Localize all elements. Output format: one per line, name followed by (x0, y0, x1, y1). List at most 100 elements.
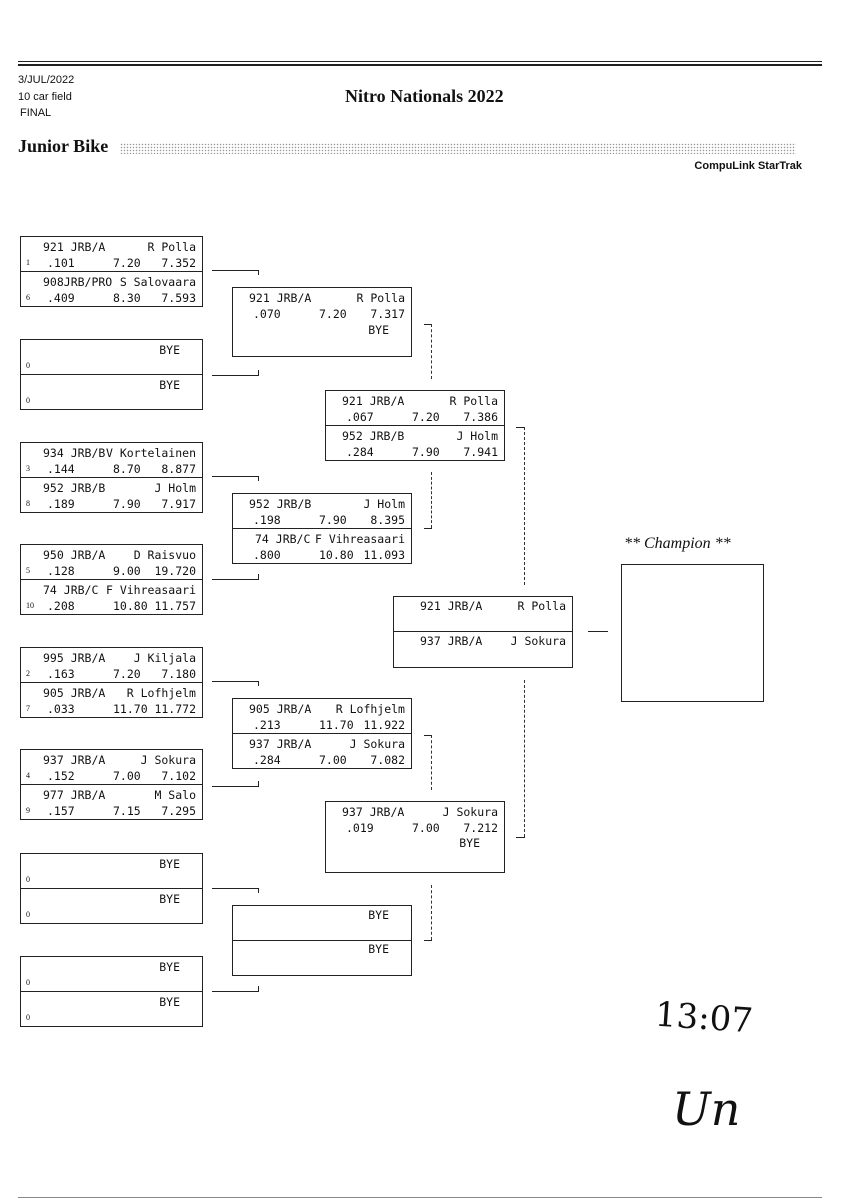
dial-in: 11.70 (113, 702, 148, 716)
bye-label: BYE (459, 836, 480, 850)
elapsed-time: 7.180 (161, 667, 196, 681)
entry-id: 921 JRB/A (43, 240, 106, 254)
reaction-time: .284 (253, 753, 281, 767)
connector (212, 991, 259, 992)
seed-number: 0 (26, 875, 30, 884)
dial-in: 7.20 (412, 410, 440, 424)
dial-in: 7.20 (319, 307, 347, 321)
entry-id: 952 JRB/B (342, 429, 405, 443)
seed-number: 0 (26, 361, 30, 370)
dial-in: 7.00 (113, 769, 141, 783)
bye-label: BYE (159, 960, 180, 974)
entry-id: 937 JRB/A (420, 634, 483, 648)
entry-id: 905 JRB/A (43, 686, 106, 700)
reaction-time: .208 (47, 599, 75, 613)
reaction-time: .409 (47, 291, 75, 305)
elapsed-time: 8.877 (161, 462, 196, 476)
connector (424, 324, 432, 325)
dial-in: 7.15 (113, 804, 141, 818)
seed-number: 2 (26, 669, 30, 678)
lane-entry: BYE 0 (21, 854, 202, 888)
bye-label: BYE (368, 942, 389, 956)
bye-label: BYE (159, 857, 180, 871)
dial-in: 7.00 (412, 821, 440, 835)
bye-label: BYE (368, 323, 389, 337)
elapsed-time: 7.386 (463, 410, 498, 424)
racer-name: J Sokura (510, 634, 566, 648)
round-label: FINAL (20, 107, 52, 119)
champion-label: ** Champion ** (624, 535, 731, 552)
entry-id: 937 JRB/A (342, 805, 405, 819)
racer-name: R Polla (147, 240, 196, 254)
lane-entry: BYE (233, 940, 411, 975)
entry-id: 921 JRB/A (342, 394, 405, 408)
reaction-time: .128 (47, 564, 75, 578)
racer-name: D Raisvuo (133, 548, 196, 562)
reaction-time: .144 (47, 462, 75, 476)
elapsed-time: 11.093 (363, 548, 405, 562)
dial-in: 7.90 (412, 445, 440, 459)
r2-match-4: BYE BYE (232, 905, 412, 976)
elapsed-time: 7.317 (370, 307, 405, 321)
entry-id: 908JRB/PRO (43, 275, 113, 289)
elapsed-time: 11.772 (154, 702, 196, 716)
reaction-time: .101 (47, 256, 75, 270)
racer-name: J Sokura (349, 737, 405, 751)
entry-id: 921 JRB/A (420, 599, 483, 613)
connector (258, 370, 259, 375)
connector (524, 427, 525, 585)
reaction-time: .800 (253, 548, 281, 562)
lane-entry: BYE 0 (21, 888, 202, 923)
connector (212, 476, 259, 477)
seed-number: 0 (26, 1013, 30, 1022)
dial-in: 8.70 (113, 462, 141, 476)
lane-entry: 937 JRB/A J Sokura (394, 631, 572, 666)
r1-match-2: BYE 0 BYE 0 (20, 339, 203, 410)
connector (431, 472, 432, 528)
reaction-time: .198 (253, 513, 281, 527)
bye-label: BYE (159, 378, 180, 392)
seed-number: 5 (26, 566, 30, 575)
reaction-time: .163 (47, 667, 75, 681)
dial-in: 8.30 (113, 291, 141, 305)
dial-in: 7.20 (113, 667, 141, 681)
connector (258, 270, 259, 275)
elapsed-time: 7.295 (161, 804, 196, 818)
racer-name: F Vihreasaari (105, 583, 196, 597)
dial-in: 7.20 (113, 256, 141, 270)
connector (258, 574, 259, 579)
seed-number: 10 (26, 601, 34, 610)
top-rule (18, 61, 822, 62)
entry-id: 74 JRB/C (43, 583, 99, 597)
reaction-time: .070 (253, 307, 281, 321)
racer-name: J Sokura (140, 753, 196, 767)
bye-label: BYE (159, 995, 180, 1009)
racer-name: J Holm (363, 497, 405, 511)
lane-entry: BYE (233, 906, 411, 940)
entry-id: 952 JRB/B (249, 497, 312, 511)
elapsed-time: 7.102 (161, 769, 196, 783)
racer-name: J Holm (456, 429, 498, 443)
entry-id: 937 JRB/A (249, 737, 312, 751)
bye-label: BYE (368, 908, 389, 922)
entry-id: 934 JRB/B (43, 446, 106, 460)
top-rule-thick (18, 64, 822, 66)
elapsed-time: 19.720 (154, 564, 196, 578)
lane-entry: BYE 0 (21, 991, 202, 1026)
connector (258, 681, 259, 686)
connector (431, 735, 432, 790)
